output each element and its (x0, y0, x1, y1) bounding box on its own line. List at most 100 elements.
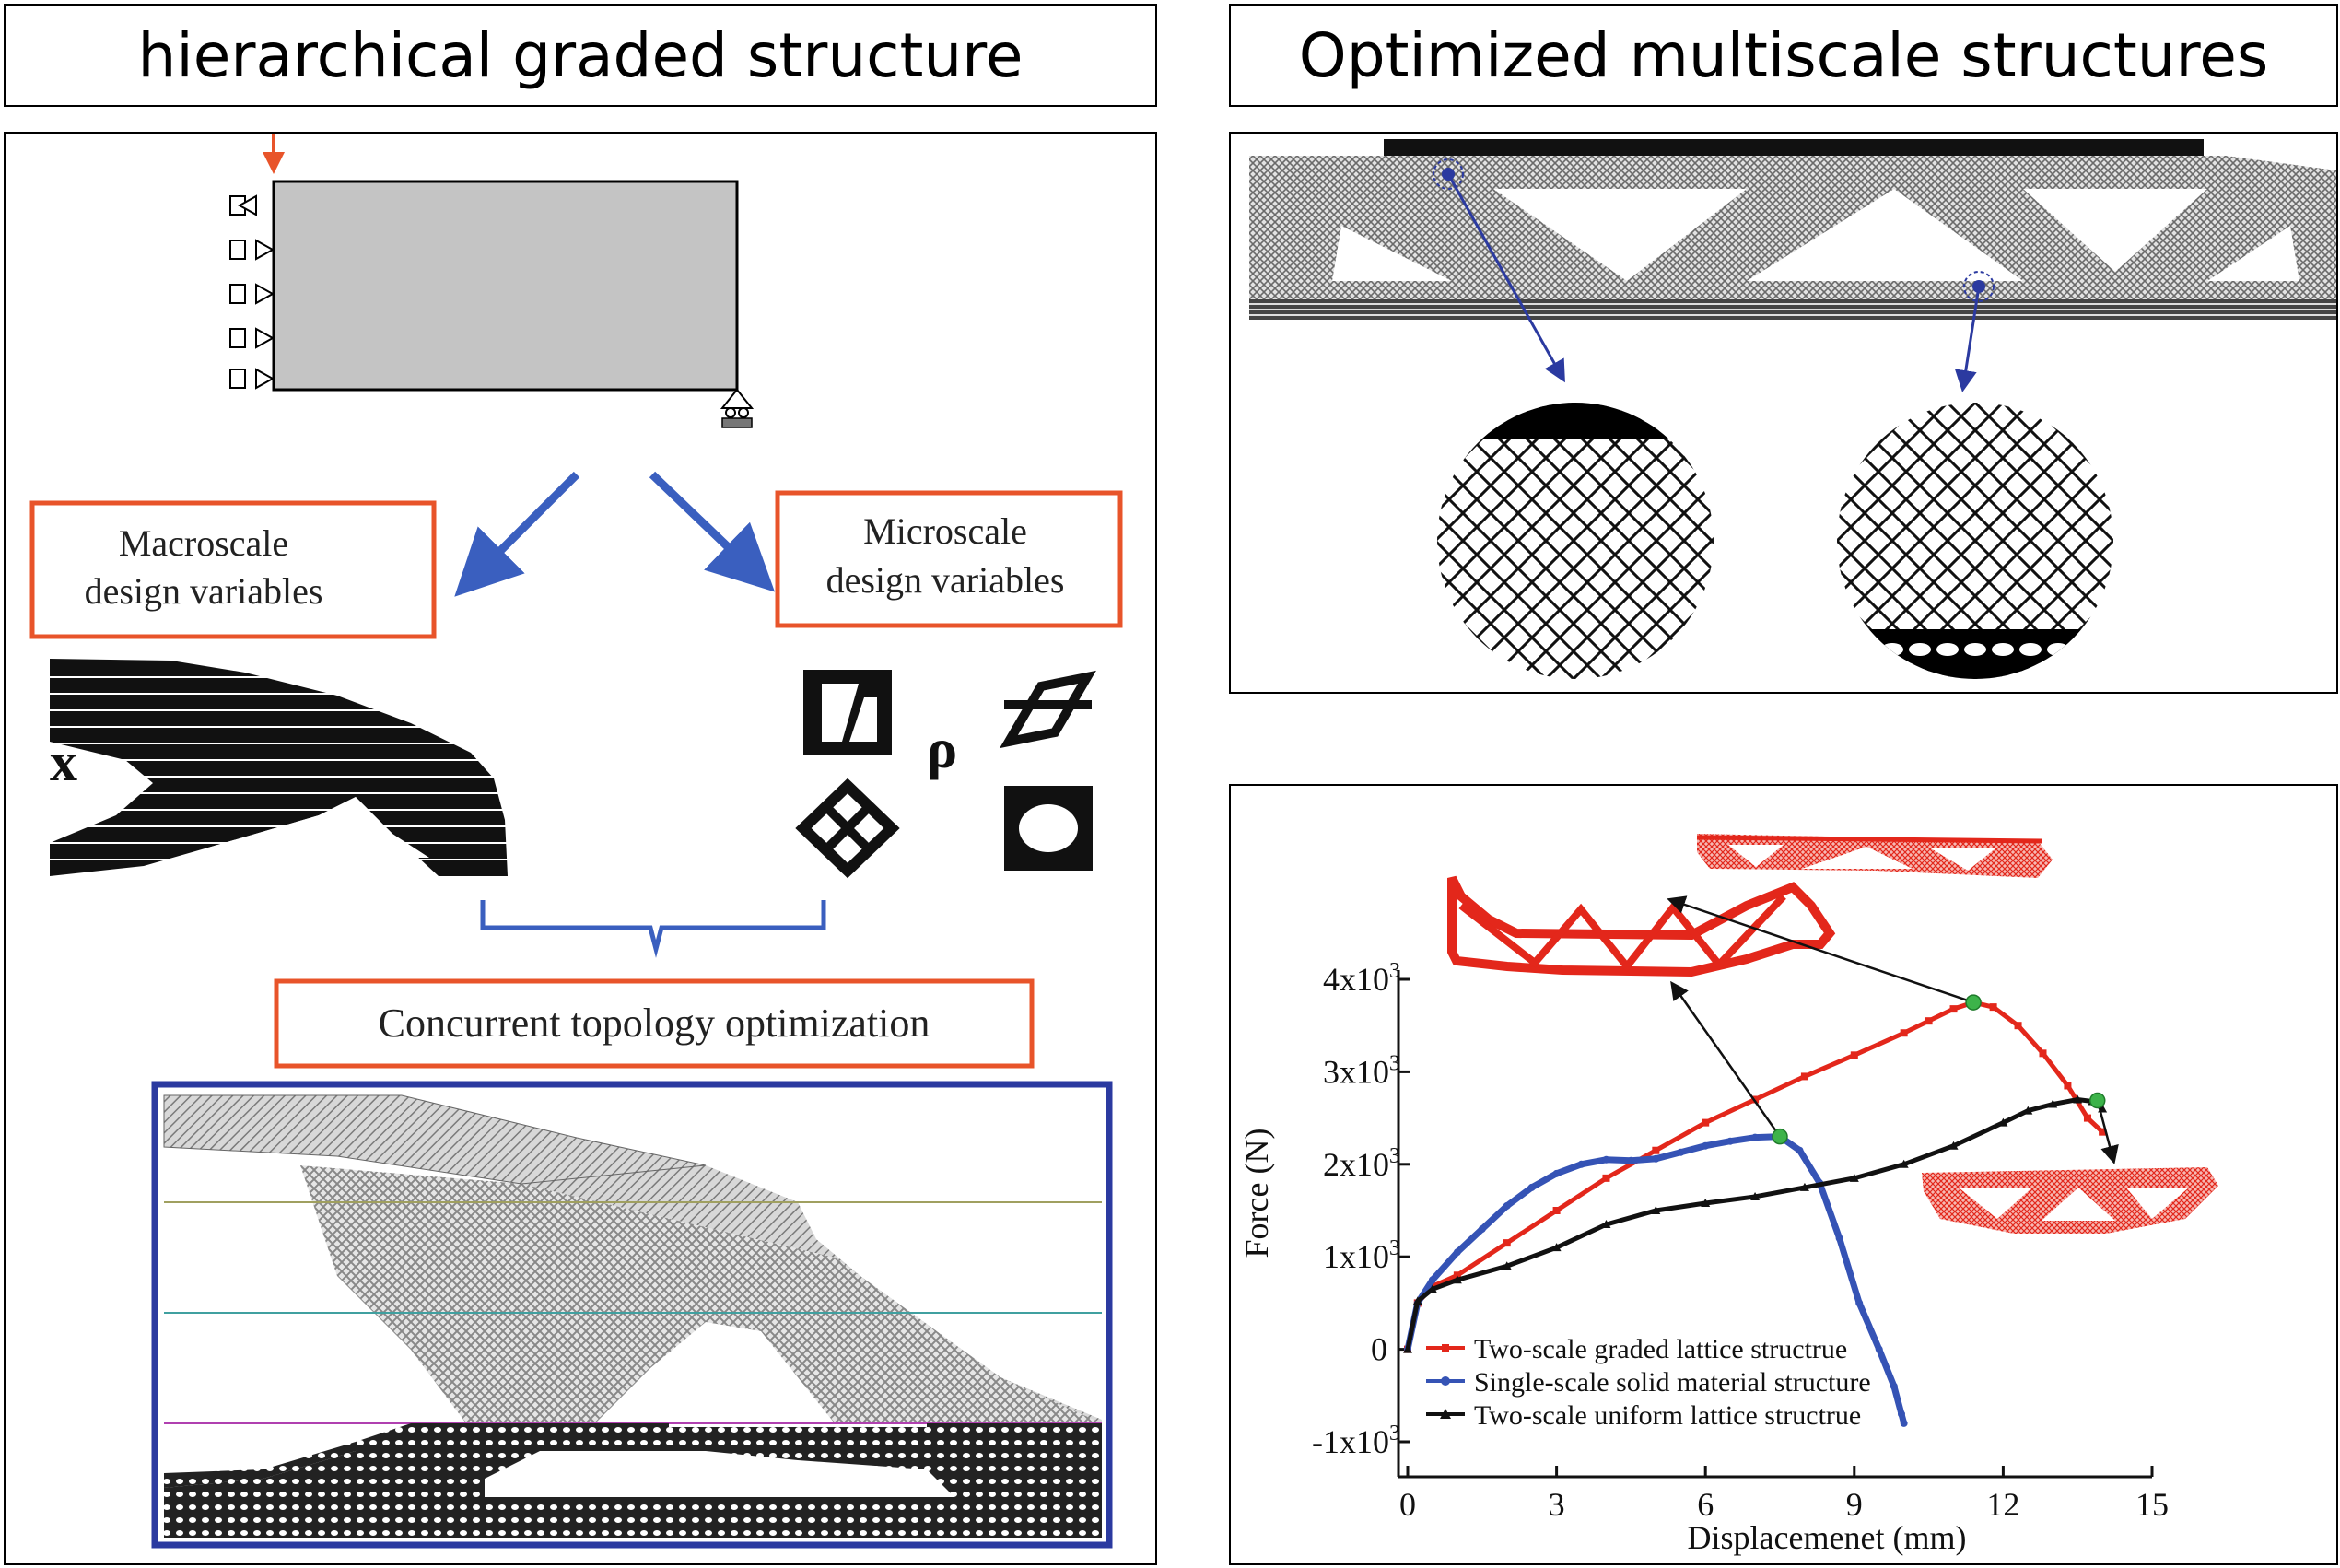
series-point (1855, 1299, 1864, 1307)
zoom-marker-2 (1954, 271, 1995, 392)
header-left-text: hierarchical graded structure (137, 19, 1024, 91)
series-point (1799, 1182, 1809, 1191)
series-point (1702, 1141, 1710, 1150)
micro-label-line1: Microscale (863, 510, 1027, 552)
series-point (1551, 1243, 1562, 1252)
x-tick-label: 15 (2135, 1486, 2169, 1523)
arrow-to-macro (454, 471, 580, 597)
x-tick-label: 3 (1549, 1486, 1565, 1523)
series-point (1403, 1344, 1412, 1353)
series-point (1890, 1382, 1898, 1390)
x-tick-label: 6 (1697, 1486, 1714, 1523)
zoom-circle-2 (1837, 403, 2113, 679)
x-tick-label: 9 (1846, 1486, 1863, 1523)
series-line-2 (1405, 1096, 2104, 1351)
header-right: Optimized multiscale structures (1229, 4, 2338, 107)
legend-label: Two-scale uniform lattice structrue (1474, 1400, 1861, 1431)
y-tick-label: 1x103 (1323, 1236, 1400, 1275)
series-point (1949, 1005, 1958, 1013)
chart-pointers (1667, 895, 2119, 1164)
series-point (1503, 1239, 1511, 1247)
legend-marker (1440, 1409, 1451, 1419)
series-point (1701, 1198, 1711, 1207)
legend-marker (1441, 1376, 1450, 1386)
left-panel-svg: Macroscale design variables Microscale d… (29, 134, 1123, 1549)
series-point (1503, 1201, 1511, 1210)
rho-symbol: ρ (927, 718, 957, 780)
series-point (1989, 1003, 1997, 1012)
series-point (1702, 1118, 1710, 1127)
y-tick-label: 0 (1371, 1331, 1387, 1368)
series-point (1602, 1174, 1610, 1182)
series-point (1726, 1137, 1735, 1145)
series-point (1897, 1410, 1905, 1418)
series-point (1900, 1029, 1908, 1037)
series-point (1899, 1159, 1909, 1168)
micro-label-line2: design variables (826, 559, 1065, 601)
series-point (1850, 1051, 1858, 1059)
series-point (1751, 1133, 1760, 1141)
series-point (1998, 1117, 2008, 1127)
combine-bracket (480, 900, 826, 958)
design-domain-rect (272, 180, 739, 392)
inset-uniform-beam (1922, 1167, 2218, 1234)
macro-label-line2: design variables (85, 570, 323, 612)
concurrent-result (151, 1081, 1113, 1549)
x-tick-label: 0 (1399, 1486, 1416, 1523)
right-top-panel (1229, 132, 2338, 694)
series-point (1652, 1146, 1660, 1154)
highlight-point (2088, 1092, 2106, 1109)
series-point (2064, 1082, 2072, 1090)
right-support (720, 388, 755, 428)
legend-marker (1442, 1344, 1449, 1352)
series-point (1502, 1261, 1512, 1270)
macro-topology (50, 659, 508, 876)
series-point (2099, 1128, 2107, 1136)
series-point (1412, 1296, 1422, 1305)
series-point (1552, 1207, 1561, 1214)
series-point (1453, 1248, 1461, 1257)
macro-label-box (29, 500, 437, 639)
series-point (1835, 1235, 1843, 1243)
concurrent-label-box (274, 978, 1035, 1069)
series-point (2083, 1114, 2091, 1122)
series-point (1577, 1160, 1585, 1168)
left-panel: Macroscale design variables Microscale d… (4, 132, 1157, 1565)
x-tick-label: 12 (1986, 1486, 2019, 1523)
series-point (1601, 1220, 1611, 1229)
series-point (2048, 1099, 2058, 1108)
series-point (2014, 1022, 2022, 1030)
pointer-arrow (1670, 980, 1782, 1138)
highlight-point (1772, 1128, 1788, 1145)
series-point (1453, 1271, 1461, 1280)
series-point (1428, 1276, 1436, 1284)
y-tick-label: 3x103 (1323, 1051, 1400, 1090)
micro-cell-3 (1000, 670, 1096, 749)
legend-label: Two-scale graded lattice structrue (1474, 1334, 1847, 1364)
series-point (1750, 1191, 1761, 1200)
series-point (1651, 1206, 1661, 1214)
header-right-text: Optimized multiscale structures (1298, 19, 2269, 91)
pointer-arrow (1667, 895, 1974, 1004)
design-domain (229, 134, 755, 428)
series-point (2023, 1106, 2033, 1115)
series-point (1552, 1169, 1561, 1177)
series-point (1427, 1284, 1437, 1293)
series-point (1478, 1225, 1486, 1234)
series-point (1652, 1154, 1660, 1163)
y-tick-label: 2x103 (1323, 1144, 1400, 1183)
series-point (1849, 1173, 1859, 1182)
series-point (1925, 1017, 1933, 1025)
chart-legend: Two-scale graded lattice structrueSingle… (1426, 1334, 1871, 1431)
chart-series (1403, 999, 2108, 1427)
x-symbol: x (50, 731, 77, 792)
macro-label-line1: Macroscale (119, 522, 288, 564)
concurrent-label: Concurrent topology optimization (379, 1000, 930, 1046)
inset-solid-beam (1447, 875, 1836, 977)
header-left: hierarchical graded structure (4, 4, 1157, 107)
series-point (2073, 1094, 2083, 1104)
series-point (2039, 1049, 2047, 1058)
